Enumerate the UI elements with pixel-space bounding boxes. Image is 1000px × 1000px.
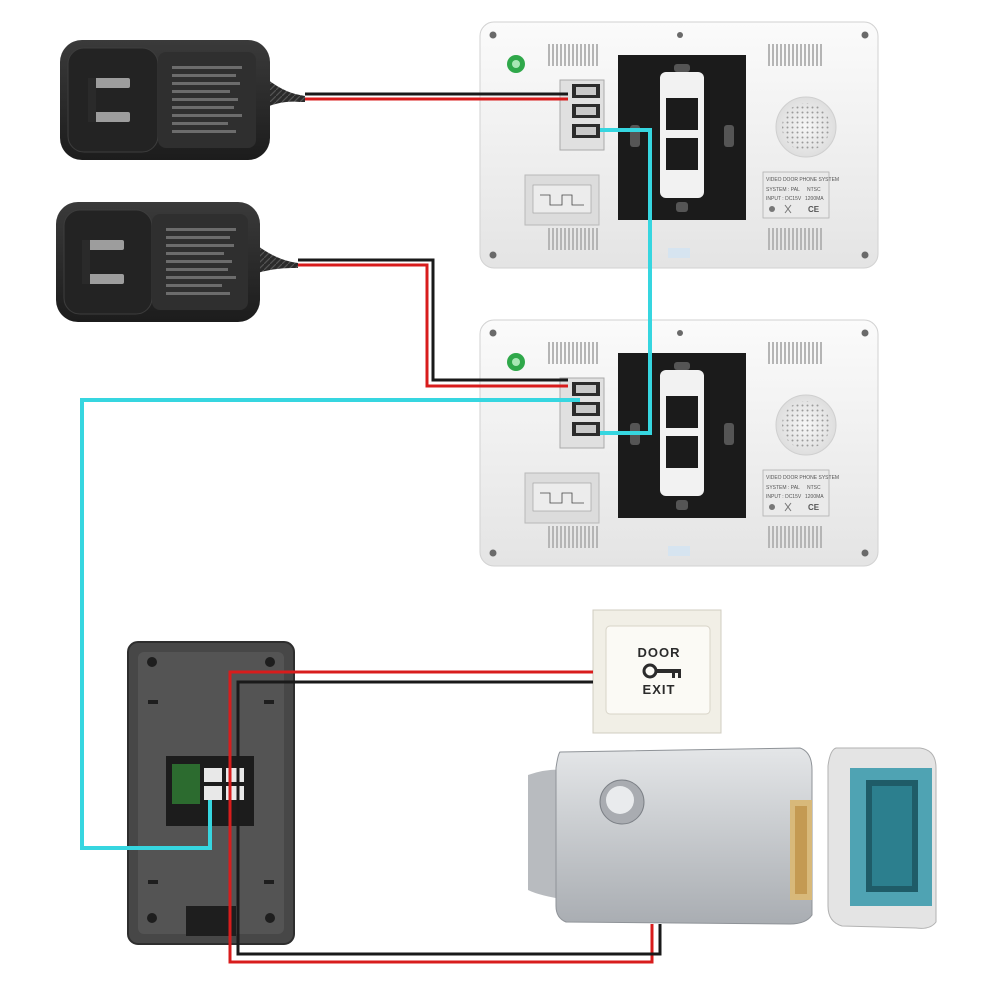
lock-cylinder-icon (599, 779, 645, 825)
power-adapter-2 (56, 202, 298, 322)
rating-label: VIDEO DOOR PHONE SYSTEM SYSTEM : PAL NTS… (762, 171, 839, 219)
label-title: VIDEO DOOR PHONE SYSTEM (766, 475, 839, 481)
monitor-terminal-block (559, 79, 605, 151)
power-indicator-icon (507, 353, 525, 371)
signal-wire (600, 128, 652, 435)
label-system: SYSTEM : PAL (766, 485, 800, 491)
ground-wire (298, 258, 568, 382)
certification-icon (769, 206, 775, 212)
label-title: VIDEO DOOR PHONE SYSTEM (766, 177, 839, 183)
certification-icon (769, 504, 775, 510)
label-current: 1200MA (805, 494, 824, 500)
indoor-monitor-1: VIDEO DOOR PHONE SYSTEM SYSTEM : PAL NTS… (479, 21, 879, 269)
door-exit-button: DOOR EXIT (592, 609, 722, 734)
exit-button-line1: DOOR (638, 645, 681, 660)
signal-wire (80, 398, 580, 850)
label-input: INPUT : DC15V (766, 196, 802, 202)
wall-bracket (618, 353, 746, 518)
speaker-grille (775, 394, 837, 456)
label-system: SYSTEM : PAL (766, 187, 800, 193)
electric-lock (528, 747, 813, 925)
wires (80, 92, 662, 964)
lock-strike-plate (827, 747, 937, 929)
plug-prongs-icon (88, 78, 130, 122)
label-current: 1200MA (805, 196, 824, 202)
power-wire (298, 263, 568, 388)
label-input: INPUT : DC15V (766, 494, 802, 500)
speaker-grille (775, 96, 837, 158)
label-ntsc: NTSC (807, 485, 821, 491)
power-wire (228, 670, 654, 964)
monitor-terminal-block (559, 377, 605, 449)
key-icon (642, 663, 681, 679)
power-adapter-1 (60, 40, 305, 160)
indoor-monitor-2: VIDEO DOOR PHONE SYSTEM SYSTEM : PAL NTS… (479, 319, 879, 567)
outdoor-camera-panel (127, 641, 295, 945)
plug-prongs-icon (82, 240, 124, 284)
wall-bracket (618, 55, 746, 220)
label-ce: CE (808, 205, 820, 214)
label-ce: CE (808, 503, 820, 512)
recycle-bin-icon (784, 204, 792, 214)
recycle-bin-icon (784, 502, 792, 512)
rating-label: VIDEO DOOR PHONE SYSTEM SYSTEM : PAL NTS… (762, 469, 839, 517)
exit-button-line2: EXIT (643, 682, 676, 697)
label-ntsc: NTSC (807, 187, 821, 193)
power-indicator-icon (507, 55, 525, 73)
ground-wire (236, 680, 662, 956)
